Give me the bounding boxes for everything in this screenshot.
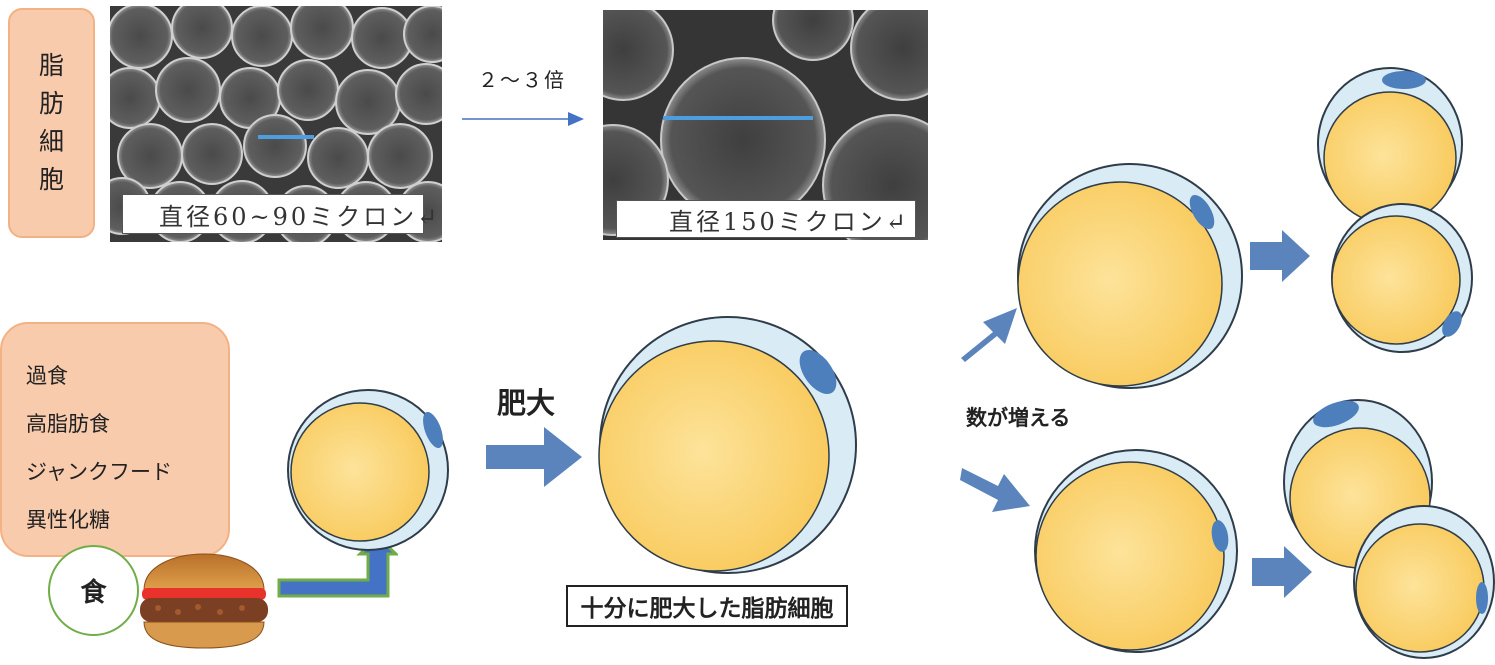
cause-item: ジャンクフード <box>26 460 172 484</box>
cause-item: 異性化糖 <box>26 508 110 532</box>
fat-cell-large <box>598 316 857 574</box>
fat-cell-upper <box>1017 163 1243 389</box>
caption-text: 直径150ミクロン↵ <box>669 207 909 236</box>
fat-cell-lower <box>1034 449 1238 653</box>
arrow-down-right <box>960 468 1030 512</box>
fully-enlarged-caption: 十分に肥大した脂肪細胞 <box>566 585 848 627</box>
fat-cell-label-box: 脂 肪 細 胞 <box>8 8 95 238</box>
daughter-cell-2 <box>1331 203 1473 353</box>
label-char: 脂 <box>38 51 64 80</box>
hypertrophy-arrow <box>486 427 582 487</box>
arrow-up-right <box>961 308 1017 362</box>
micrograph-enlarged-caption: 直径150ミクロン↵ <box>616 200 916 238</box>
caption-text: 直径60~90ミクロン↵ <box>159 202 441 231</box>
cause-item: 高脂肪食 <box>26 412 110 436</box>
ratio-label: ２～３倍 <box>478 68 566 92</box>
label-char: 細 <box>38 127 64 156</box>
ratio-arrow <box>462 112 584 126</box>
food-badge-text: 食 <box>80 578 107 608</box>
increase-label: 数が増える <box>966 406 1071 430</box>
cause-item: 過食 <box>26 364 68 388</box>
daughter-cell-4 <box>1353 505 1495 659</box>
label-char: 肪 <box>38 89 64 118</box>
hypertrophy-label: 肥大 <box>497 386 556 420</box>
fully-enlarged-text: 十分に肥大した脂肪細胞 <box>580 596 834 622</box>
causes-box: 過食 高脂肪食 ジャンクフード 異性化糖 <box>0 322 230 557</box>
micrograph-normal-caption: 直径60~90ミクロン↵ <box>122 194 437 234</box>
fat-cell-small <box>287 389 449 551</box>
arrow-right-lower <box>1252 546 1312 598</box>
label-char: 胞 <box>38 165 64 194</box>
arrow-right-upper <box>1250 230 1310 282</box>
hamburger-icon <box>140 553 268 649</box>
daughter-cell-1 <box>1317 67 1463 225</box>
food-badge: 食 <box>48 545 139 636</box>
